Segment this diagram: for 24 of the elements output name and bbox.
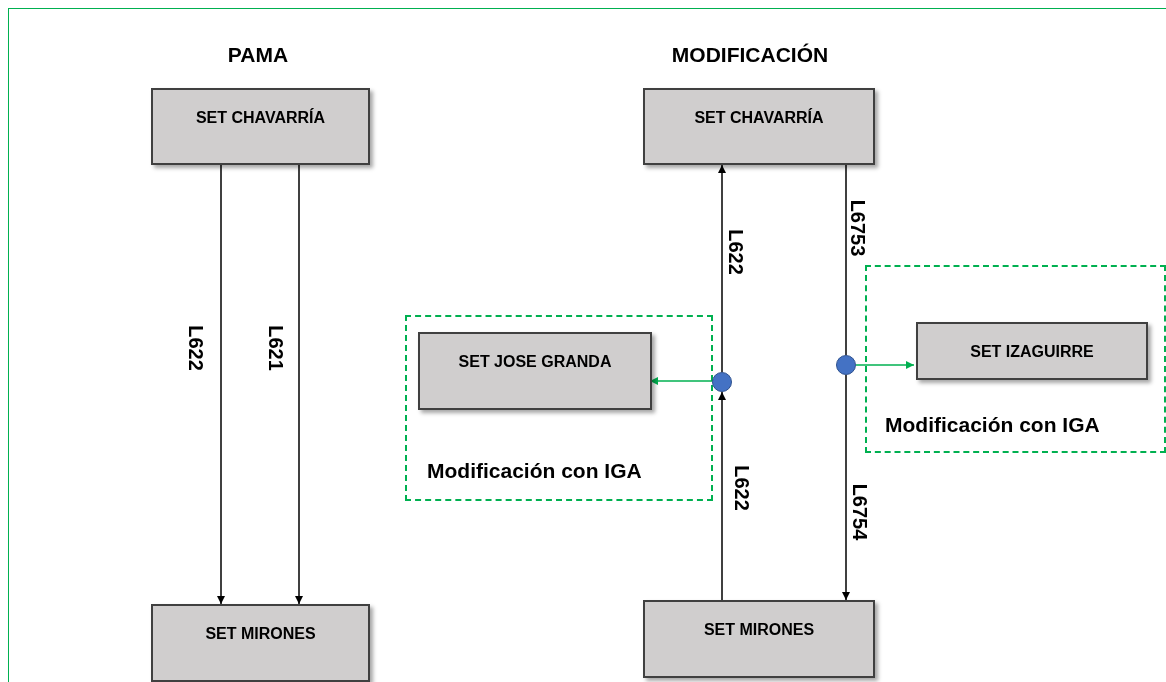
connector-arrow bbox=[295, 164, 303, 605]
group-caption: Modificación con IGA bbox=[427, 458, 642, 484]
edge-label: L622 bbox=[726, 229, 746, 275]
group-caption: Modificación con IGA bbox=[885, 412, 1100, 438]
connector-arrow bbox=[718, 164, 726, 373]
edge-label: L6754 bbox=[850, 483, 870, 541]
edge-label: L622 bbox=[186, 325, 206, 371]
edge-label: L6753 bbox=[848, 199, 868, 257]
column-heading: MODIFICACIÓN bbox=[671, 42, 829, 69]
dashed-group bbox=[405, 315, 713, 501]
dashed-group bbox=[865, 265, 1166, 453]
connector-arrow bbox=[842, 374, 850, 601]
connector-arrow bbox=[855, 361, 915, 369]
connector-arrow bbox=[217, 164, 225, 605]
substation-box: SET CHAVARRÍA bbox=[643, 88, 875, 165]
edge-label: L622 bbox=[732, 465, 752, 511]
connector-arrow bbox=[718, 391, 726, 601]
substation-box: SET IZAGUIRRE bbox=[916, 322, 1148, 380]
substation-box: SET CHAVARRÍA bbox=[151, 88, 370, 165]
substation-box: SET MIRONES bbox=[643, 600, 875, 678]
substation-box: SET JOSE GRANDA bbox=[418, 332, 652, 410]
column-heading: PAMA bbox=[227, 42, 289, 69]
substation-box: SET MIRONES bbox=[151, 604, 370, 682]
edge-label: L621 bbox=[266, 325, 286, 371]
